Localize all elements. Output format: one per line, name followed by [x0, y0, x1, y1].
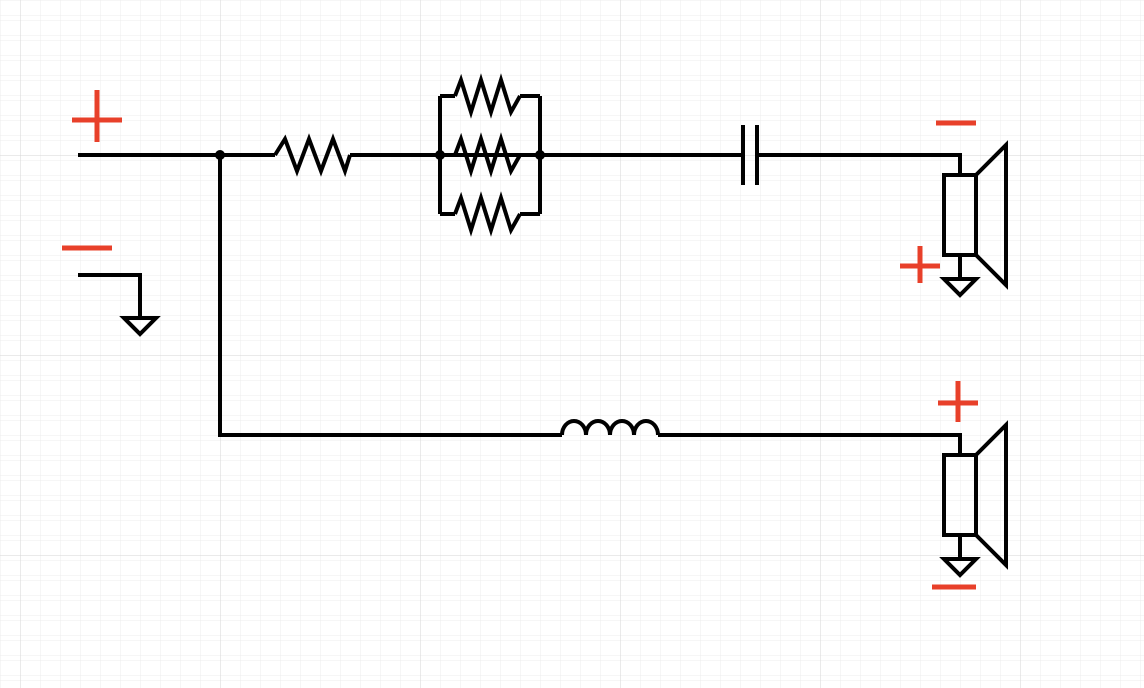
resistor-parallel-middle	[453, 132, 522, 178]
junction-node-parallel-right	[535, 150, 545, 160]
polarity-marks	[62, 90, 978, 590]
plus-mark-woofer	[938, 381, 978, 422]
speaker-woofer	[939, 420, 1008, 578]
resistor-series	[273, 133, 352, 178]
resistor-parallel-bottom	[453, 191, 522, 237]
ground-symbol-woofer	[939, 557, 981, 578]
ground-symbol-source	[119, 316, 161, 337]
wire-inductor-to-woofer	[658, 433, 962, 455]
junction-node-main	[215, 150, 225, 160]
wire-node-down	[218, 155, 562, 437]
wire-capacitor-to-tweeter	[757, 153, 962, 175]
plus-mark-source	[72, 90, 122, 142]
plus-mark-tweeter	[900, 246, 940, 283]
wire-negative-terminal	[78, 273, 142, 318]
inductor	[560, 419, 660, 436]
resistor-parallel-top	[453, 73, 522, 119]
circuit-wiring	[78, 73, 962, 455]
ground-symbol-tweeter	[939, 277, 981, 298]
junction-node-parallel-left	[435, 150, 445, 160]
speaker-tweeter	[939, 140, 1008, 298]
